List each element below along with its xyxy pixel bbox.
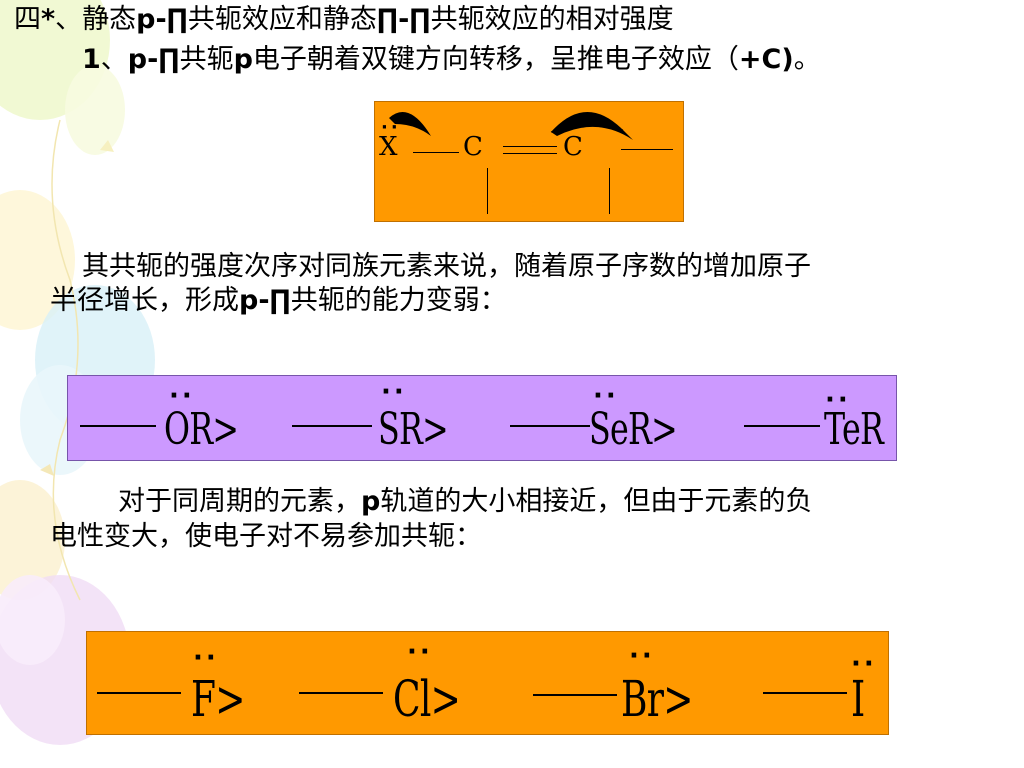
dots-s: ··	[381, 377, 407, 407]
right-bond	[621, 149, 673, 150]
series1-item-or: OR>	[164, 404, 239, 455]
para2-line1c: 轨道的大小相接近，但由于元素的负	[380, 486, 813, 517]
heading-bold2: ∏-∏	[376, 4, 431, 35]
point1-text1: 共轭	[179, 44, 234, 75]
bond-br	[533, 694, 617, 696]
dots-i: ··	[851, 649, 877, 679]
para1-bold: p-∏	[239, 285, 291, 316]
series2-item-br: Br>	[621, 670, 693, 728]
bond-cl	[299, 692, 383, 694]
slide-heading: 四*、静态p-∏共轭效应和静态∏-∏共轭效应的相对强度	[14, 3, 674, 37]
series1-item-ter: TeR	[824, 404, 884, 455]
bond-se	[510, 425, 590, 427]
c1-substituent	[487, 168, 488, 214]
atom-x: X	[379, 132, 398, 162]
para1-line1: 其共轭的强度次序对同族元素来说，随着原子序数的增加原子	[82, 251, 811, 282]
point1-bold2: p	[233, 44, 253, 75]
series2-item-i: I	[851, 670, 865, 728]
heading-part3: 共轭效应的相对强度	[430, 4, 674, 35]
dots-te: ··	[825, 385, 851, 415]
bond-s	[292, 425, 372, 427]
bond-te	[744, 425, 820, 427]
para2-line1a: 对于同周期的元素，	[118, 486, 361, 517]
point1-text3: 。	[793, 44, 821, 75]
single-bond	[413, 152, 459, 153]
atom-c1: C	[463, 132, 483, 162]
bond-i	[763, 692, 847, 694]
point1-num: 1	[82, 44, 101, 75]
point1-text2: 电子朝着双键方向转移，呈推电子效应（	[252, 44, 739, 75]
heading-prefix: 四	[14, 4, 41, 35]
double-bond-bottom	[503, 153, 557, 154]
point-1: 1、p-∏共轭p电子朝着双键方向转移，呈推电子效应（+C)。	[82, 43, 821, 77]
point1-bold1: p-∏	[127, 44, 180, 75]
conjugation-diagram: ·· X C C	[374, 101, 684, 222]
heading-star: *	[41, 4, 56, 35]
point1-bold3: +C)	[738, 44, 794, 75]
dots-se: ··	[593, 381, 619, 411]
heading-part1: 、静态	[55, 4, 137, 35]
para2-bold: p	[361, 486, 381, 517]
halogen-series: ·· F> ·· Cl> ·· Br> ·· I	[86, 631, 889, 735]
lone-pair-dots: ··	[381, 117, 401, 138]
paragraph-1-line2: 半径增长，形成p-∏共轭的能力变弱：	[50, 284, 507, 318]
bond-o	[80, 425, 156, 427]
paragraph-2-line2: 电性变大，使电子对不易参加共轭：	[50, 520, 482, 554]
dots-br: ··	[629, 641, 655, 671]
series1-item-sr: SR>	[378, 404, 449, 455]
series2-item-f: F>	[191, 670, 245, 728]
para2-line2: 电性变大，使电子对不易参加共轭：	[50, 521, 482, 552]
para1-line2c: 共轭的能力变弱：	[290, 285, 507, 316]
paragraph-1: 其共轭的强度次序对同族元素来说，随着原子序数的增加原子	[82, 250, 811, 284]
point1-sep: 、	[100, 44, 128, 75]
heading-bold1: p-∏	[136, 4, 188, 35]
para1-line2a: 半径增长，形成	[50, 285, 239, 316]
bond-f	[97, 692, 181, 694]
dots-o: ··	[169, 381, 195, 411]
heading-part2: 共轭效应和静态	[187, 4, 377, 35]
paragraph-2: 对于同周期的元素，p轨道的大小相接近，但由于元素的负	[118, 485, 812, 519]
series2-item-cl: Cl>	[393, 670, 461, 728]
electron-shift-arrows	[389, 111, 633, 140]
dots-cl: ··	[407, 637, 433, 667]
group16-series: ·· OR> ·· SR> ·· SeR> ·· TeR	[67, 375, 897, 461]
double-bond-top	[503, 146, 557, 147]
series1-item-ser: SeR>	[589, 404, 678, 455]
c2-substituent	[609, 168, 610, 214]
dots-f: ··	[193, 643, 219, 673]
atom-c2: C	[563, 132, 583, 162]
